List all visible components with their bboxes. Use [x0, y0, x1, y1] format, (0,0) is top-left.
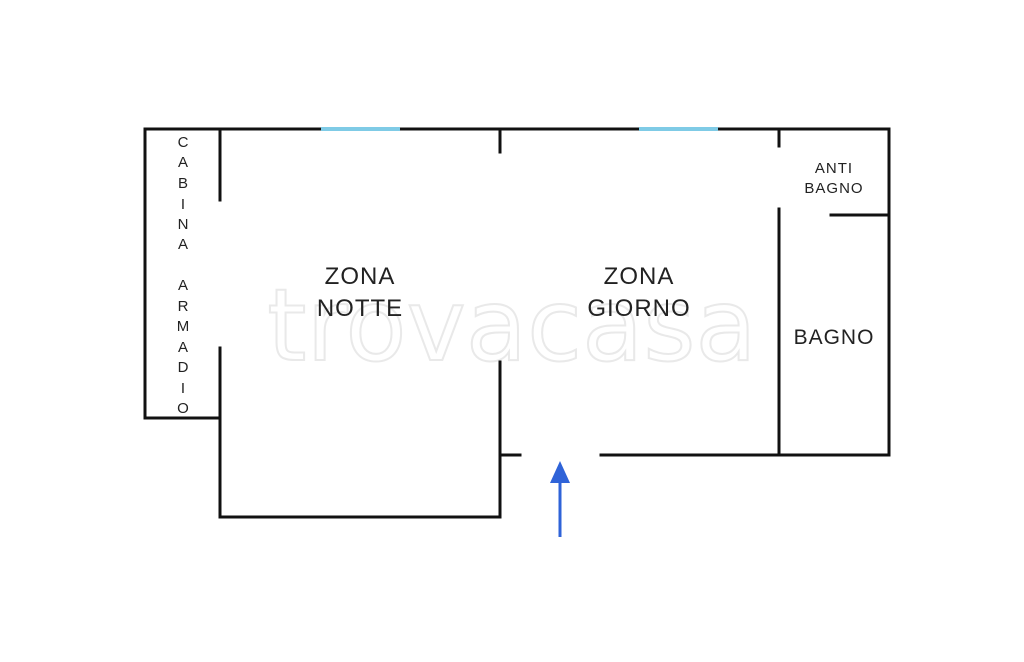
room-label-zona-giorno-line2: GIORNO: [587, 295, 690, 322]
closet-letter: I: [181, 196, 185, 213]
room-label-antibagno-line2: BAGNO: [804, 180, 863, 197]
walls: [143, 127, 891, 519]
closet-letter: I: [181, 380, 185, 397]
arrow-up-icon: [550, 461, 570, 537]
closet-letter: D: [178, 359, 189, 376]
closet-letter: N: [178, 216, 189, 233]
closet-letter: C: [178, 134, 189, 151]
room-label-zona-notte-line2: NOTTE: [317, 295, 403, 322]
watermark: trovacasa: [267, 267, 756, 384]
closet-letter: M: [177, 318, 190, 335]
room-label-antibagno-line1: ANTI: [815, 160, 853, 177]
closet-letter: R: [178, 298, 189, 315]
closet-letter: A: [178, 236, 188, 253]
closet-letter: O: [177, 400, 189, 417]
closet-letter: A: [178, 277, 188, 294]
room-label-cabina-armadio: C A B I N A A R M A D I O: [177, 134, 190, 417]
room-label-zona-notte-line1: ZONA: [325, 263, 396, 290]
entrance-arrow-head: [550, 461, 570, 483]
closet-letter: A: [178, 339, 188, 356]
room-label-bagno: BAGNO: [794, 326, 875, 349]
closet-letter: A: [178, 154, 188, 171]
closet-letter: B: [178, 175, 188, 192]
room-label-zona-giorno-line1: ZONA: [604, 263, 675, 290]
